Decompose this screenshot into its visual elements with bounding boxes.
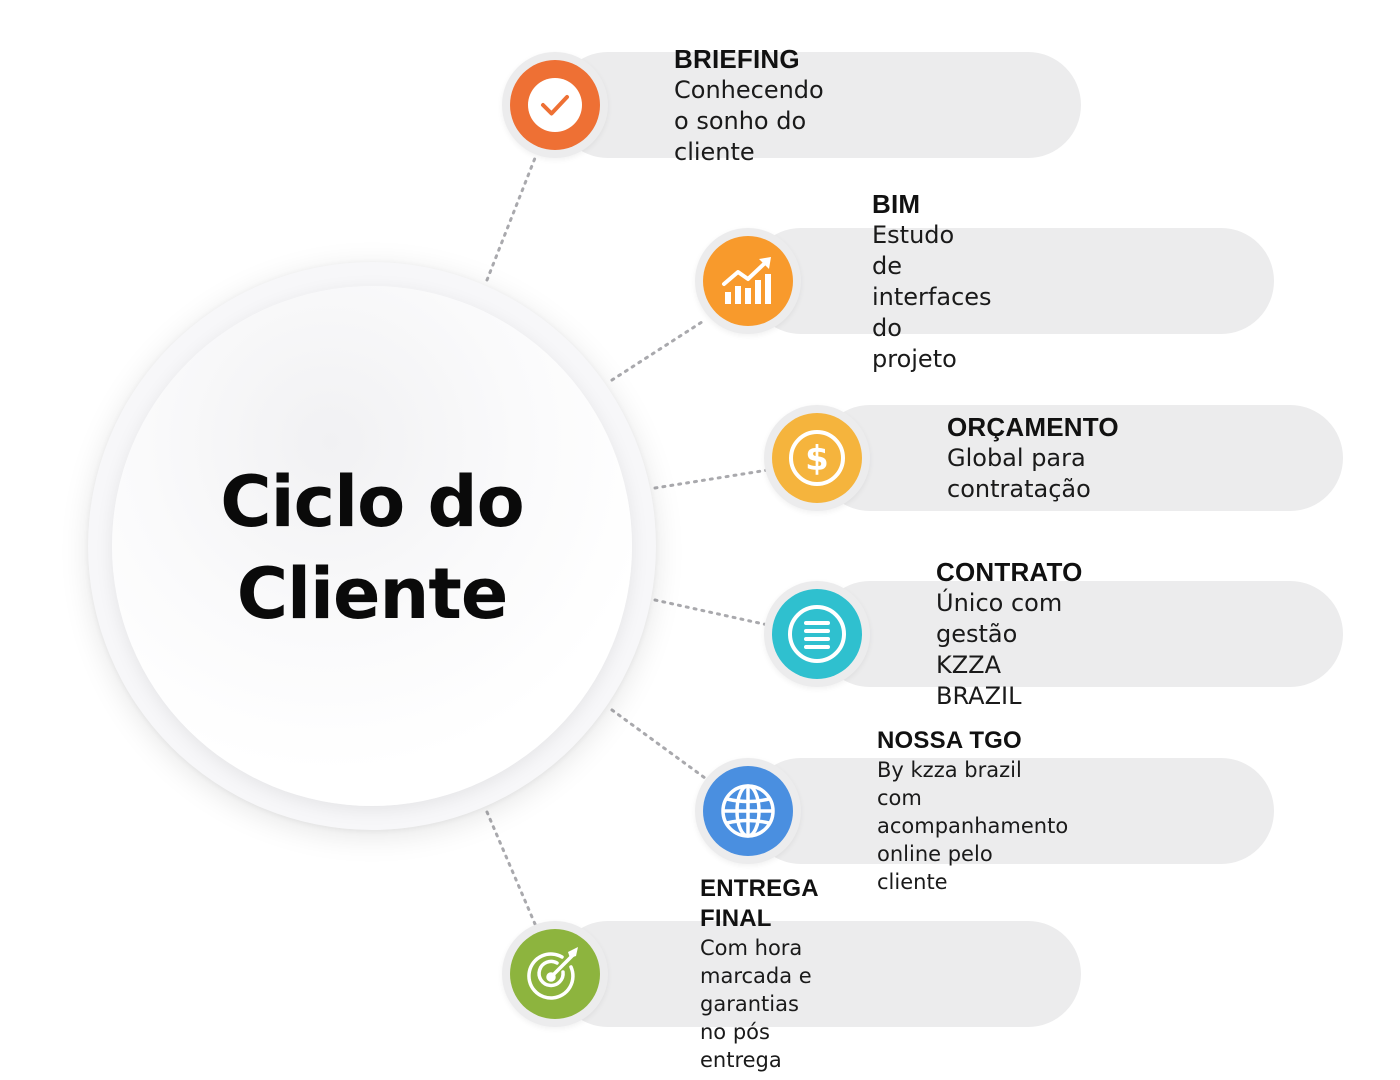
- step-title: BRIEFING: [674, 43, 800, 74]
- icon-ring: $: [764, 405, 870, 511]
- step-pill: [748, 228, 1274, 334]
- step-pill: [748, 758, 1274, 864]
- step-title: CONTRATO: [936, 557, 1083, 587]
- icon-circle: [772, 589, 862, 679]
- svg-text:$: $: [805, 439, 829, 479]
- step-text: CONTRATO Único com gestão KZZA BRAZIL: [936, 557, 1083, 710]
- step-description-line-1: By kzza brazil com acompanhamento: [877, 758, 1069, 838]
- hub-circle: Ciclo do Cliente: [88, 262, 656, 830]
- step-description-line-2: online pelo cliente: [877, 842, 993, 894]
- step-title: ENTREGA FINAL: [700, 875, 818, 932]
- step-text: BRIEFING Conhecendo o sonho do cliente: [674, 44, 824, 166]
- document-list-icon: [788, 605, 846, 663]
- step-pill: [817, 405, 1343, 511]
- icon-circle: [510, 929, 600, 1019]
- icon-ring: [695, 228, 801, 334]
- hub-title-line-2: Cliente: [236, 553, 509, 635]
- connector-entrega-final: [485, 810, 537, 926]
- icon-ring: [502, 52, 608, 158]
- step-description: Único com gestão KZZA BRAZIL: [936, 589, 1063, 710]
- dollar-coin-icon: $: [789, 430, 845, 486]
- hub-title-line-1: Ciclo do: [220, 461, 525, 543]
- icon-circle: [703, 236, 793, 326]
- step-pill: [555, 921, 1081, 1027]
- step-title: NOSSA TGO: [877, 727, 1022, 754]
- connector-contrato: [653, 598, 770, 627]
- step-title: ORÇAMENTO: [947, 412, 1119, 442]
- hub-inner-circle: Ciclo do Cliente: [112, 286, 632, 806]
- icon-circle: [510, 60, 600, 150]
- icon-circle: [703, 766, 793, 856]
- connector-bim: [610, 318, 707, 382]
- growth-chart-icon: [722, 257, 771, 304]
- checkmark-icon: [528, 78, 582, 132]
- connector-briefing: [485, 156, 537, 282]
- icon-ring: [502, 921, 608, 1027]
- globe-icon: [721, 784, 775, 838]
- step-text: ORÇAMENTO Global para contratação: [947, 405, 1119, 511]
- step-pill: [817, 581, 1343, 687]
- step-description: Global para contratação: [947, 444, 1091, 503]
- icon-ring: [764, 581, 870, 687]
- connector-orcamento: [653, 468, 770, 490]
- connector-nossa-tgo: [610, 708, 707, 780]
- step-title: BIM: [872, 188, 921, 219]
- step-description: Conhecendo o sonho do cliente: [674, 75, 824, 166]
- icon-circle: $: [772, 413, 862, 503]
- step-pill: [555, 52, 1081, 158]
- icon-ring: [695, 758, 801, 864]
- hub-title: Ciclo do Cliente: [220, 456, 525, 640]
- step-text: ENTREGA FINAL Com hora marcada e garanti…: [700, 875, 818, 1072]
- step-text: BIM Estudo de interfaces do projeto: [872, 189, 992, 373]
- step-description-line-2: no pós entrega: [700, 1020, 782, 1072]
- step-description-line-1: Com hora marcada e garantias: [700, 936, 812, 1016]
- step-text: NOSSA TGO By kzza brazil com acompanhame…: [877, 727, 1069, 894]
- target-arrow-icon: [527, 947, 578, 1000]
- step-description: Estudo de interfaces do projeto: [872, 220, 992, 373]
